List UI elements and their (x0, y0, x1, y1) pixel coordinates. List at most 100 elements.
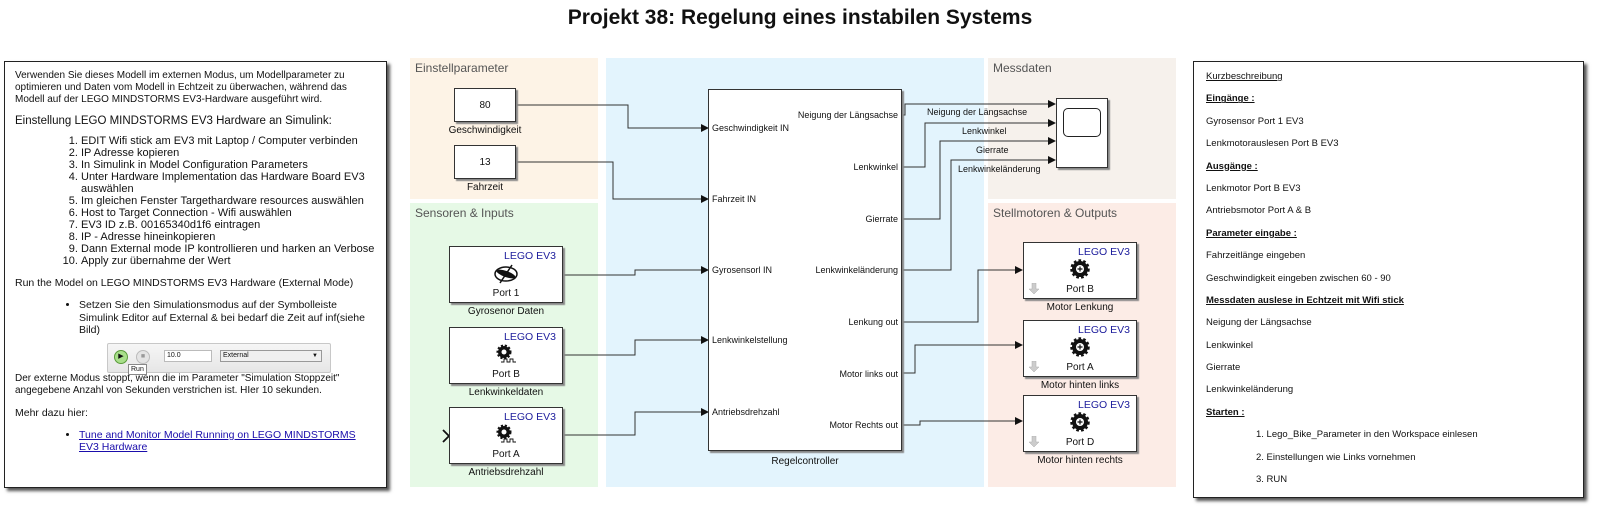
line-lenkwinkel (902, 119, 1056, 168)
sensor-block-gyro[interactable]: LEGO EV3 Port 1 (449, 246, 563, 303)
sensor-label: Gyrosenor Daten (467, 306, 545, 317)
port-label: Port D (1065, 437, 1095, 448)
stop-icon: ■ (136, 349, 150, 364)
constant-label: Fahrzeit (466, 182, 504, 193)
setup-step: In Simulink in Model Configuration Param… (81, 159, 376, 171)
line-motor-links (902, 341, 1023, 374)
area-label: Stellmotoren & Outputs (993, 206, 1118, 220)
sensor-block-antrieb[interactable]: LEGO EV3 Port A (449, 407, 563, 464)
section-heading: Eingänge : (1206, 92, 1571, 114)
setup-step: Apply zur übernahme der Wert (81, 255, 376, 267)
run-tooltip: Run (128, 363, 147, 375)
row-text: Lenkmotorauslesen Port B EV3 (1206, 138, 1339, 150)
description-item: Lenkwinkeländerung (1206, 383, 1571, 405)
line-lenkung-out (902, 266, 1023, 323)
encoder-icon (496, 424, 516, 443)
run-heading: Run the Model on LEGO MINDSTORMS EV3 Har… (15, 277, 354, 289)
sim-mode-select: External ▼ (220, 349, 322, 362)
sensor-block-lenkwinkel[interactable]: LEGO EV3 Port B (449, 327, 563, 384)
regelcontroller-block[interactable]: Geschwindigkeit IN Fahrzeit IN Gyrosenso… (708, 89, 902, 451)
down-arrow-icon (1028, 361, 1040, 373)
row-text: Lenkwinkel (1206, 339, 1253, 351)
line-antrieb-in (563, 408, 709, 436)
description-item: Fahrzeitlänge eingeben (1206, 249, 1571, 271)
row-text: Starten : (1206, 406, 1245, 418)
motor-label: Motor hinten rechts (1037, 455, 1123, 466)
row-text: Kurzbeschreibung (1206, 71, 1283, 82)
setup-heading: Einstellung LEGO MINDSTORMS EV3 Hardware… (15, 115, 332, 127)
setup-step: Unter Hardware Implementation das Hardwa… (81, 171, 376, 195)
simulink-toolbar-image: ▶ ■ Run 10.0 External ▼ (107, 342, 331, 375)
stop-time-field: 10.0 (164, 349, 212, 362)
scope-block[interactable] (1056, 98, 1108, 168)
intro-text: Verwenden Sie dieses Modell im externen … (15, 70, 347, 105)
port-label: Port B (1066, 284, 1094, 295)
link-list: Tune and Monitor Model Running on LEGO M… (15, 429, 376, 454)
controller-output-port: Lenkwinkeländerung (815, 265, 898, 275)
motor-block-links[interactable]: LEGO EV3 Port A (1023, 320, 1137, 377)
controller-output-port: Gierrate (865, 214, 898, 224)
page-title: Projekt 38: Regelung eines instabilen Sy… (567, 6, 1033, 29)
motor-block-rechts[interactable]: LEGO EV3 Port D (1023, 395, 1137, 452)
area-label: Einstellparameter (415, 61, 509, 75)
constant-geschwindigkeit[interactable]: 80 (454, 88, 516, 122)
sensor-label: Antriebsdrehzahl (468, 467, 544, 478)
ev3-brand: LEGO EV3 (1078, 324, 1130, 336)
description-item: Geschwindigkeit eingeben zwischen 60 - 9… (1206, 272, 1571, 294)
constant-value: 13 (479, 157, 491, 168)
ev3-brand: LEGO EV3 (1078, 399, 1130, 411)
controller-output-port: Neigung der Längsachse (797, 110, 898, 120)
description-item: Lenkwinkel (1206, 339, 1571, 361)
row-text: Geschwindigkeit eingeben zwischen 60 - 9… (1206, 272, 1391, 284)
row-text: Fahrzeitlänge eingeben (1206, 250, 1306, 262)
port-label: Port 1 (492, 288, 520, 299)
controller-input-port: Fahrzeit IN (712, 194, 757, 204)
tune-monitor-link[interactable]: Tune and Monitor Model Running on LEGO M… (79, 428, 356, 454)
setup-steps-list: EDIT Wifi stick am EV3 mit Laptop / Comp… (15, 135, 376, 267)
row-text: Lenkwinkeländerung (1206, 384, 1294, 396)
area-label: Messdaten (993, 61, 1052, 75)
motor-block-lenkung[interactable]: LEGO EV3 Port B (1023, 242, 1137, 299)
setup-step: IP - Adresse hineinkopieren (81, 231, 376, 243)
controller-output-port: Lenkwinkel (853, 162, 898, 172)
row-text: Parameter eingabe : (1206, 227, 1297, 239)
start-step: 1. Lego_Bike_Parameter in den Workspace … (1206, 428, 1571, 450)
line-motor-rechts (902, 417, 1023, 426)
start-step: 3. RUN (1206, 473, 1571, 495)
setup-step: Host to Target Connection - Wifi auswähl… (81, 207, 376, 219)
constant-value: 80 (479, 100, 491, 111)
signal-label: Neigung der Längsachse (927, 107, 1028, 117)
more-heading: Mehr dazu hier: (15, 406, 88, 419)
signal-label: Gierrate (976, 145, 1009, 155)
motor-label: Motor Lenkung (1046, 302, 1114, 313)
row-text: Messdaten auslese in Echtzeit mit Wifi s… (1206, 294, 1404, 306)
sensor-label: Lenkwinkeldaten (468, 387, 544, 398)
controller-label: Regelcontroller (771, 456, 839, 467)
description-item: Antriebsmotor Port A & B (1206, 204, 1571, 226)
setup-step: EDIT Wifi stick am EV3 mit Laptop / Comp… (81, 135, 376, 147)
line-lenkwinkel-in (563, 336, 709, 356)
setup-step: EV3 ID z.B. 00165340d1f6 eintragen (81, 219, 376, 231)
section-heading: Ausgänge : (1206, 160, 1571, 182)
row-text: Eingänge : (1206, 93, 1255, 105)
run-bullet-list: Setzen Sie den Simulationsmodus auf der … (15, 299, 376, 337)
row-text: 1. Lego_Bike_Parameter in den Workspace … (1256, 429, 1478, 441)
encoder-icon (496, 344, 516, 363)
motor-gear-icon (1070, 337, 1090, 357)
run-bullet: Setzen Sie den Simulationsmodus auf der … (79, 299, 376, 337)
ev3-brand: LEGO EV3 (504, 250, 556, 262)
controller-input-port: Geschwindigkeit IN (712, 123, 790, 133)
gyro-sensor-icon (494, 264, 518, 284)
line-neigung (902, 100, 1056, 116)
constant-fahrzeit[interactable]: 13 (454, 145, 516, 179)
controller-input-port: Gyrosensorl IN (712, 265, 773, 275)
line-geschwindigkeit (516, 104, 709, 132)
external-mode-note: Der externe Modus stoppt, wenn die im Pa… (15, 372, 340, 396)
row-text: 2. Einstellungen wie Links vornehmen (1256, 451, 1416, 463)
ev3-brand: LEGO EV3 (504, 331, 556, 343)
port-label: Port A (492, 449, 520, 460)
down-arrow-icon (1028, 283, 1040, 295)
